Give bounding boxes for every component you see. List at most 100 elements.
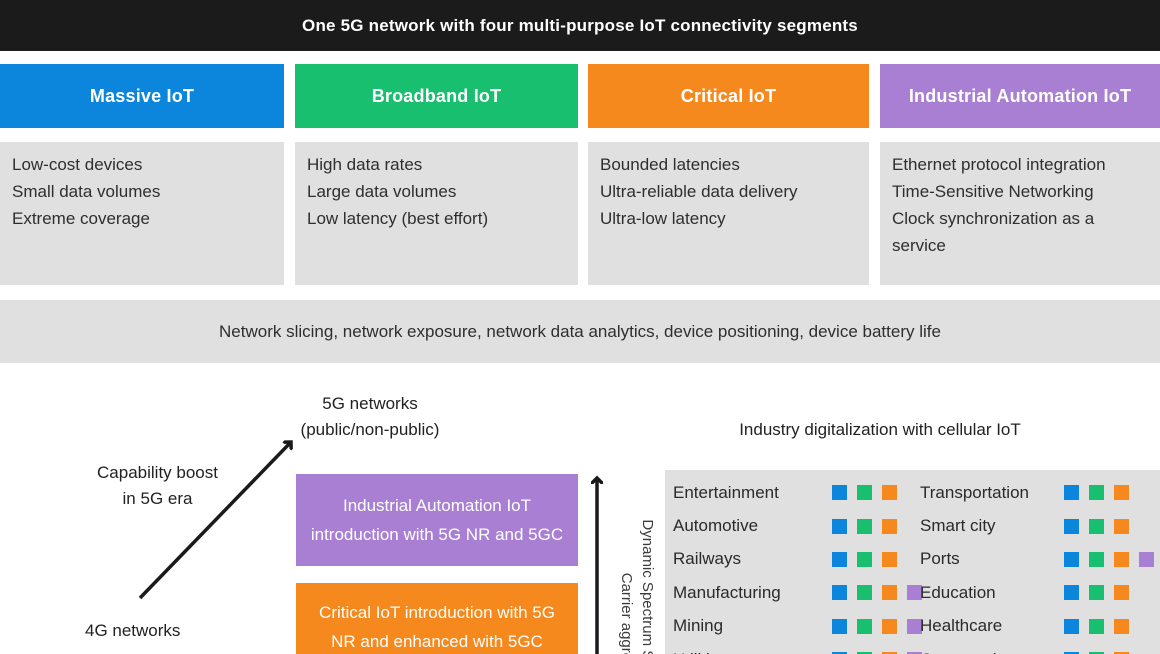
segment-feature-line: Low latency (best effort)	[307, 209, 489, 228]
capability-boost-arrow-icon	[138, 428, 305, 600]
segment-coverage-dots	[832, 652, 932, 654]
segment-coverage-dots	[832, 485, 907, 501]
industry-label: Automotive	[673, 516, 759, 536]
segment-coverage-dots	[1064, 485, 1139, 501]
segment-header-label: Critical IoT	[680, 85, 777, 106]
industry-row: Mining	[673, 610, 922, 643]
blue-segment-dot-icon	[1064, 551, 1079, 567]
orange-segment-dot-icon	[1114, 585, 1129, 601]
segment-coverage-dots	[1064, 652, 1139, 654]
industry-label: Mining	[673, 616, 724, 636]
green-segment-dot-icon	[857, 585, 872, 601]
industry-label: Utilities	[673, 650, 832, 654]
blue-segment-dot-icon	[832, 485, 847, 501]
industry-column-right: Transportation Smart city Ports Educatio…	[920, 476, 1160, 654]
industry-row: Railways	[673, 543, 920, 576]
orange-segment-dot-icon	[1114, 652, 1129, 654]
blue-segment-dot-icon	[832, 551, 847, 567]
segment-header-label: Massive IoT	[89, 85, 195, 106]
segment-header-label: Broadband IoT	[371, 85, 502, 106]
orange-segment-dot-icon	[1114, 618, 1129, 634]
green-segment-dot-icon	[857, 618, 872, 634]
segment-coverage-dots	[1064, 518, 1139, 534]
blue-segment-dot-icon	[832, 652, 847, 654]
segment-feature-line: Low-cost devices	[12, 155, 143, 174]
industry-label: Railways	[673, 549, 742, 569]
industry-row: Education	[920, 576, 1160, 609]
industry-label: Entertainment	[673, 482, 779, 502]
green-segment-dot-icon	[1089, 618, 1104, 634]
segment-header: Massive IoT	[0, 64, 284, 128]
segment-feature-line: Large data volumes	[307, 182, 457, 201]
4g-networks-label: 4G networks	[85, 621, 181, 640]
green-segment-dot-icon	[1089, 551, 1104, 567]
segment-feature-line: Clock synchronization as a service	[892, 209, 1095, 255]
industry-row: Automotive	[673, 509, 920, 542]
carrier-aggregation-label: Carrier aggregation	[618, 572, 635, 654]
banner-title: One 5G network with four multi-purpose I…	[0, 0, 1160, 51]
industry-label: Healthcare	[920, 616, 1003, 636]
industry-row: Smart city	[920, 509, 1160, 542]
5g-networks-label-line1: 5G networks	[322, 394, 418, 413]
segment-coverage-dots	[832, 518, 907, 534]
segment-coverage-dots	[1064, 585, 1139, 601]
segment-header: Critical IoT	[588, 64, 869, 128]
segment-header-label: Industrial Automation IoT	[908, 85, 1132, 106]
blue-segment-dot-icon	[1064, 518, 1079, 534]
segment-feature-line: High data rates	[307, 155, 423, 174]
industry-label: Smart city	[920, 516, 996, 536]
capability-boost-line2: in 5G era	[122, 489, 193, 508]
segment-coverage-dots	[1064, 618, 1139, 634]
dynamic-spectrum-sharing-label: Dynamic Spectrum Sharing	[639, 519, 656, 654]
orange-segment-dot-icon	[882, 551, 897, 567]
segment-coverage-dots	[832, 551, 907, 567]
industrial-automation-evolution-box: Industrial Automation IoT introduction w…	[296, 474, 578, 566]
spectrum-upgrade-arrow-icon	[586, 468, 610, 654]
5g-networks-label: 5G networks (public/non-public)	[270, 391, 470, 443]
5g-networks-label-line2: (public/non-public)	[300, 420, 440, 439]
industry-row: Utilities	[673, 643, 922, 654]
blue-segment-dot-icon	[1064, 585, 1079, 601]
green-segment-dot-icon	[1089, 518, 1104, 534]
segment-feature-line: Extreme coverage	[12, 209, 150, 228]
industry-row: Transportation	[920, 476, 1160, 509]
industry-column-left: Entertainment Automotive Railways Manufa…	[673, 476, 922, 654]
industry-row: Entertainment	[673, 476, 920, 509]
orange-segment-dot-icon	[1114, 518, 1129, 534]
green-segment-dot-icon	[857, 518, 872, 534]
critical-iot-evolution-box: Critical IoT introduction with 5G NR and…	[296, 583, 578, 654]
orange-segment-dot-icon	[882, 485, 897, 501]
green-segment-dot-icon	[1089, 652, 1104, 654]
industry-digitalization-title: Industry digitalization with cellular Io…	[739, 420, 1021, 439]
segment-header: Broadband IoT	[295, 64, 578, 128]
industry-label: Education	[920, 582, 996, 602]
purple-segment-dot-icon	[1139, 551, 1154, 567]
industry-row: Manufacturing	[673, 576, 922, 609]
segment-coverage-dots	[832, 618, 932, 634]
orange-segment-dot-icon	[882, 585, 897, 601]
segment-feature-line: Small data volumes	[12, 182, 161, 201]
industry-label: Manufacturing	[673, 582, 781, 602]
segment-feature-line: Bounded latencies	[600, 155, 740, 174]
green-segment-dot-icon	[1089, 485, 1104, 501]
common-capabilities-bar: Network slicing, network exposure, netwo…	[0, 300, 1160, 363]
industry-row: Construction	[920, 643, 1160, 654]
industry-label: Ports	[920, 549, 960, 569]
blue-segment-dot-icon	[1064, 652, 1079, 654]
industry-row: Ports	[920, 543, 1160, 576]
orange-segment-dot-icon	[1114, 485, 1129, 501]
green-segment-dot-icon	[857, 652, 872, 654]
orange-segment-dot-icon	[1114, 551, 1129, 567]
blue-segment-dot-icon	[832, 585, 847, 601]
blue-segment-dot-icon	[832, 618, 847, 634]
industry-row: Healthcare	[920, 610, 1160, 643]
orange-segment-dot-icon	[882, 652, 897, 654]
purple-segment-dot-icon	[907, 618, 922, 634]
spectrum-techniques-label: Dynamic Spectrum Sharing Carrier aggrega…	[614, 492, 658, 654]
green-segment-dot-icon	[857, 485, 872, 501]
blue-segment-dot-icon	[832, 518, 847, 534]
